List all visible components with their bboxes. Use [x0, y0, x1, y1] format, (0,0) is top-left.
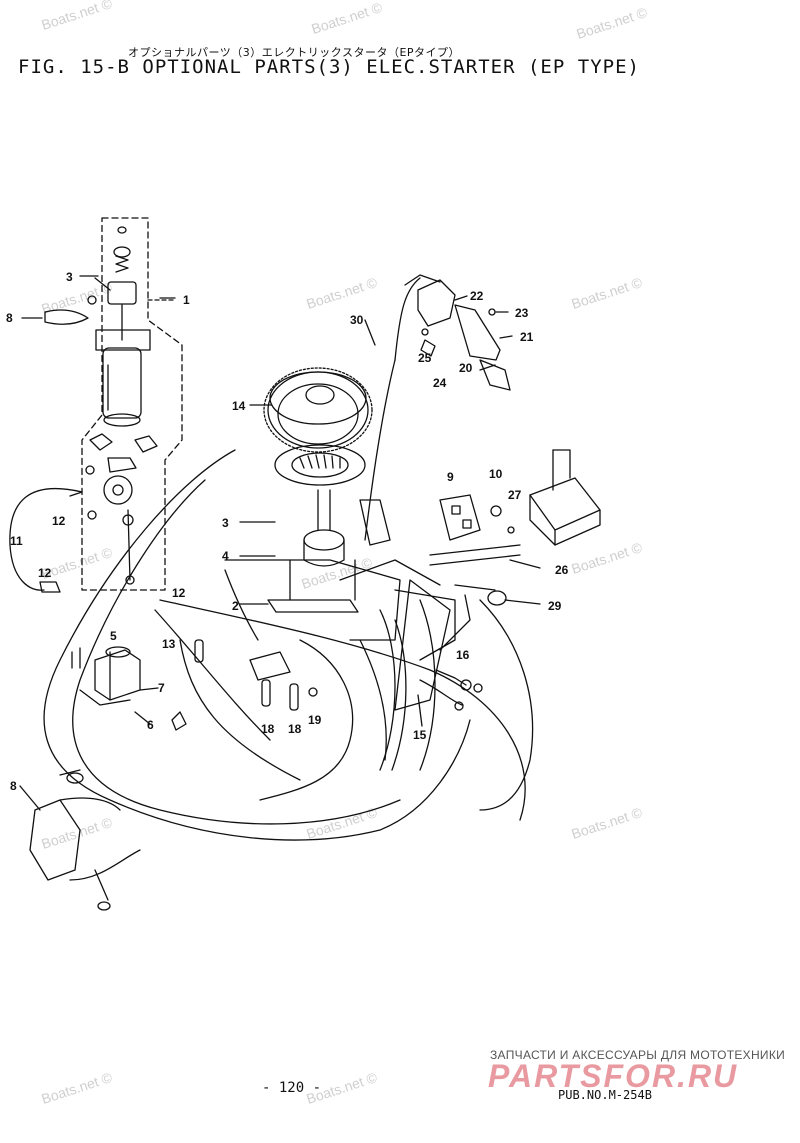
- callout-2: 2: [232, 599, 239, 613]
- callout-4: 4: [222, 549, 229, 563]
- callout-1: 1: [183, 293, 190, 307]
- callout-15: 15: [413, 728, 427, 742]
- callout-29: 29: [548, 599, 562, 613]
- starter-motor-assembly: [81, 217, 183, 591]
- part-8-upper: [44, 309, 89, 325]
- callout-7: 7: [158, 681, 165, 695]
- callout-3b: 3: [222, 516, 229, 530]
- key-switch-22: [417, 279, 511, 391]
- callout-16: 16: [456, 648, 470, 662]
- wire-11: [9, 487, 83, 591]
- callouts: 1 2 3 3 4 5 6 7 8 8 9 10 11 12 12 12 13 …: [6, 270, 569, 793]
- plate-18: [249, 651, 291, 681]
- stator-ring: [274, 444, 366, 486]
- callout-19: 19: [308, 713, 322, 727]
- screw-19: [308, 687, 318, 697]
- relay-8-lower: [29, 769, 141, 911]
- callout-27: 27: [508, 488, 522, 502]
- callout-8b: 8: [10, 779, 17, 793]
- callout-18b: 18: [288, 722, 302, 736]
- callout-11: 11: [10, 534, 23, 548]
- callout-12: 12: [52, 514, 66, 528]
- callout-20: 20: [459, 361, 473, 375]
- callout-8: 8: [6, 311, 13, 325]
- control-box-26: [429, 449, 601, 566]
- callout-10: 10: [489, 467, 503, 481]
- bracket-2: [267, 489, 391, 613]
- publication-number: PUB.NO.M-254B: [558, 1088, 652, 1102]
- callout-6: 6: [147, 718, 154, 732]
- cable-30: [364, 359, 396, 541]
- callout-23: 23: [515, 306, 529, 320]
- callout-13: 13: [162, 637, 176, 651]
- plug-18b: [289, 683, 299, 711]
- callout-26: 26: [555, 563, 569, 577]
- rectifier-9: [439, 494, 515, 541]
- callout-25: 25: [418, 351, 432, 365]
- plug-18a: [261, 679, 271, 707]
- callout-3: 3: [66, 270, 73, 284]
- callout-5: 5: [110, 629, 117, 643]
- ad-caption: ЗАПЧАСТИ И АКСЕССУАРЫ ДЛЯ МОТОТЕХНИКИ: [490, 1048, 786, 1062]
- ad-logo: PARTSFOR.RU: [488, 1058, 739, 1094]
- engine-block: [224, 559, 456, 661]
- grommet-29: [487, 590, 507, 606]
- figure-title: FIG. 15-B OPTIONAL PARTS(3) ELEC.STARTER…: [18, 56, 640, 78]
- callout-24: 24: [433, 376, 447, 390]
- terminal-16: [419, 669, 483, 711]
- callout-12b: 12: [38, 566, 52, 580]
- callout-21: 21: [520, 330, 534, 344]
- callout-30: 30: [350, 313, 364, 327]
- harness-15: [379, 579, 471, 771]
- callout-18a: 18: [261, 722, 275, 736]
- flywheel-14: [263, 367, 373, 453]
- callout-22: 22: [470, 289, 484, 303]
- japanese-title: オプショナルパーツ（3）エレクトリックスタータ（EPタイプ）: [128, 46, 461, 59]
- connector-13: [194, 639, 204, 663]
- callout-12c: 12: [172, 586, 186, 600]
- callout-14: 14: [232, 399, 246, 413]
- page-number: - 120 -: [262, 1080, 322, 1096]
- callout-9: 9: [447, 470, 454, 484]
